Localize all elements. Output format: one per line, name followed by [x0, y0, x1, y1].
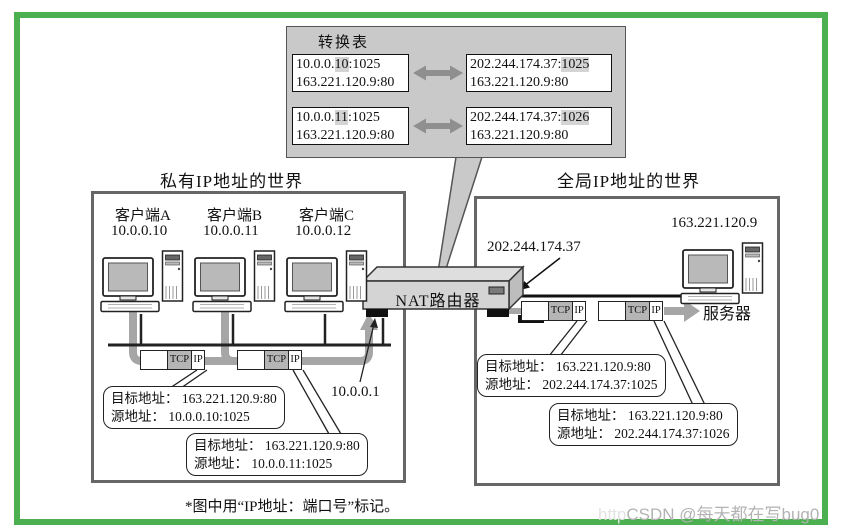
table-cell-global-2: 202.244.174.37:1026 163.221.120.9:80: [466, 107, 612, 145]
watermark-text: CSDN @每天都在写bug0: [626, 505, 820, 524]
table-cell-private-2: 10.0.0.11:1025 163.221.120.9:80: [292, 107, 409, 145]
client-b-ip: 10.0.0.11: [203, 223, 259, 239]
address-callout-wan-1: 目标地址： 163.221.120.9:80 源地址： 202.244.174.…: [477, 354, 666, 397]
bidirectional-arrow-icon: [413, 118, 463, 134]
packet-tcp-cell: TCP: [167, 351, 191, 369]
client-b-name: 客户端B: [207, 208, 263, 224]
packet-ip-cell: IP: [288, 351, 301, 369]
packet-tcp-cell: TCP: [548, 302, 572, 320]
address-callout-lan-2: 目标地址： 163.221.120.9:80 源地址： 10.0.0.11:10…: [186, 433, 368, 476]
server-computer-icon: [680, 242, 764, 305]
packet-data-cell: [522, 302, 548, 320]
private-world-title: 私有IP地址的世界: [160, 172, 304, 191]
client-c-name: 客户端C: [299, 208, 355, 224]
packet-tcp-cell: TCP: [264, 351, 288, 369]
client-c-computer-icon: [284, 250, 368, 313]
table-cell-global-1: 202.244.174.37:1025 163.221.120.9:80: [466, 54, 612, 92]
packet-lan-1: TCP IP: [140, 350, 205, 370]
translation-table-title: 转换表: [318, 35, 370, 51]
bidirectional-arrow-icon: [413, 65, 463, 81]
router-wan-ip: 202.244.174.37: [487, 239, 581, 255]
packet-data-cell: [141, 351, 167, 369]
client-a-name: 客户端A: [115, 208, 171, 224]
packet-lan-2: TCP IP: [237, 350, 302, 370]
client-b-computer-icon: [192, 250, 276, 313]
server-ip: 163.221.120.9: [671, 215, 758, 231]
watermark: httpCSDN @每天都在写bug0: [598, 500, 819, 525]
client-a-ip: 10.0.0.10: [111, 223, 168, 239]
watermark-ghost: http: [598, 505, 627, 524]
private-world-box: [91, 191, 406, 483]
packet-wan-1: TCP IP: [521, 301, 586, 321]
packet-wan-2: TCP IP: [598, 301, 663, 321]
address-callout-wan-2: 目标地址： 163.221.120.9:80 源地址： 202.244.174.…: [549, 403, 738, 446]
address-callout-lan-1: 目标地址： 163.221.120.9:80 源地址： 10.0.0.10:10…: [103, 386, 285, 429]
router-lan-ip: 10.0.0.1: [331, 384, 380, 400]
packet-tcp-cell: TCP: [625, 302, 649, 320]
footnote: *图中用“IP地址：端口号”标记。: [185, 499, 400, 515]
packet-data-cell: [599, 302, 625, 320]
global-world-box: [474, 196, 780, 486]
server-name: 服务器: [703, 306, 752, 323]
table-cell-private-1: 10.0.0.10:1025 163.221.120.9:80: [292, 54, 409, 92]
green-frame: [14, 12, 828, 525]
packet-ip-cell: IP: [572, 302, 585, 320]
packet-ip-cell: IP: [191, 351, 204, 369]
global-world-title: 全局IP地址的世界: [557, 172, 701, 191]
packet-ip-cell: IP: [649, 302, 662, 320]
client-c-ip: 10.0.0.12: [295, 223, 352, 239]
client-a-computer-icon: [100, 250, 184, 313]
packet-data-cell: [238, 351, 264, 369]
nat-router-label: NAT路由器: [395, 293, 481, 310]
